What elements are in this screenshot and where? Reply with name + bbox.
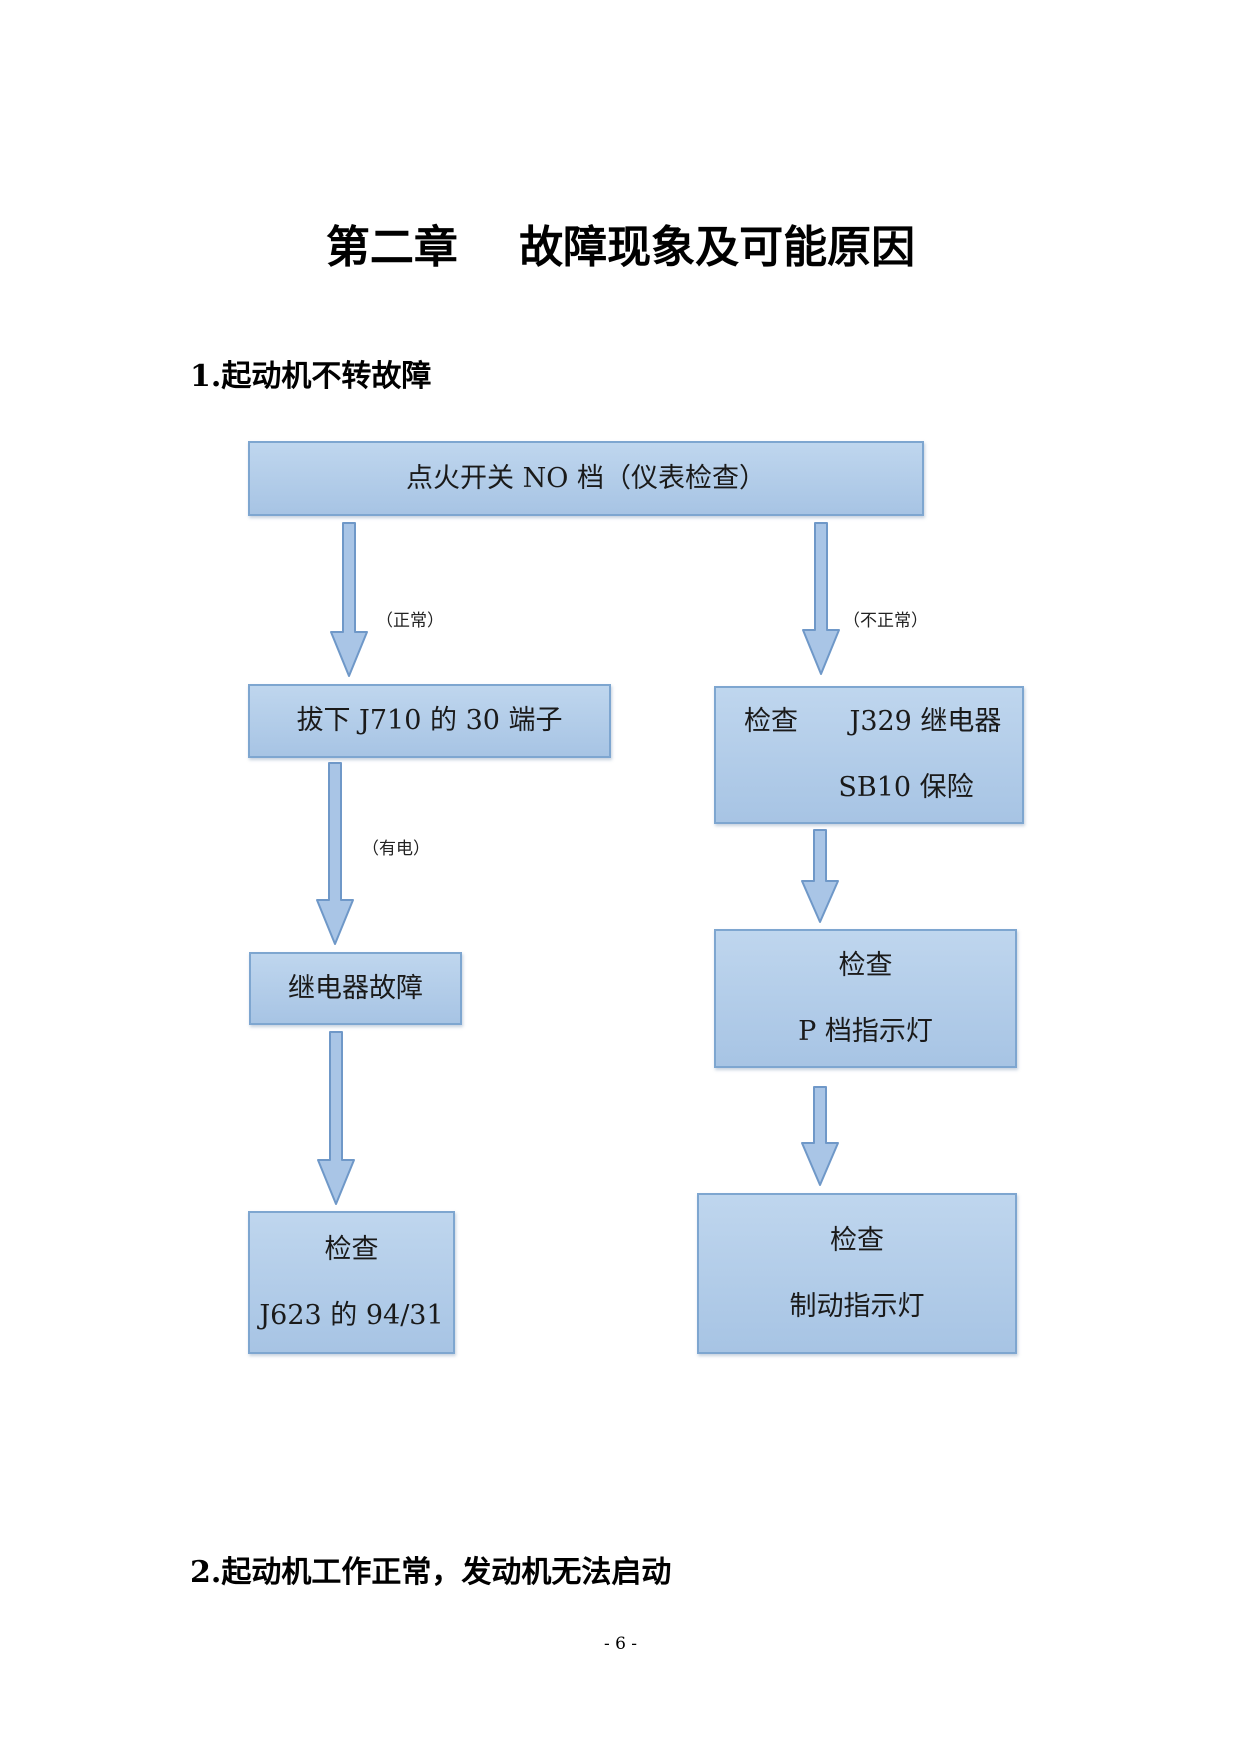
section-heading-1: 1.起动机不转故障 [190, 359, 432, 394]
section-heading-2: 2.起动机工作正常，发动机无法启动 [190, 1555, 672, 1590]
arrow-down-icon [330, 522, 368, 677]
flow-box-check-p-indicator: 检查 P 档指示灯 [714, 929, 1017, 1068]
flow-box-check-j623-line2: J623 的 94/31 [259, 1299, 444, 1331]
flow-label-normal: （正常） [376, 611, 444, 631]
arrow-down-icon [801, 829, 839, 923]
flow-box-check-j329-line2: SB10 保险 [744, 772, 974, 803]
flow-box-check-p-indicator-line1: 检查 [838, 949, 893, 981]
flow-box-check-j623-line1: 检查 [324, 1233, 379, 1265]
flow-label-abnormal: （不正常） [843, 611, 928, 631]
flow-box-check-brake-indicator-line1: 检查 [830, 1224, 884, 1256]
arrow-down-icon [316, 762, 354, 945]
flow-box-check-p-indicator-line2: P 档指示灯 [798, 1015, 933, 1047]
flow-box-check-j329-line1: 检查 J329 继电器 [744, 706, 1002, 737]
flow-box-check-brake-indicator-line2: 制动指示灯 [789, 1290, 925, 1322]
arrow-down-icon [801, 1086, 839, 1186]
flow-box-relay-fault-text: 继电器故障 [288, 972, 423, 1004]
flow-box-ignition-text: 点火开关 NO 档（仪表检查） [406, 462, 766, 494]
page-number: - 6 - [603, 1634, 638, 1654]
flow-box-unplug-j710-text: 拔下 J710 的 30 端子 [296, 705, 563, 736]
flow-box-relay-fault: 继电器故障 [249, 952, 462, 1025]
arrow-down-icon [802, 522, 840, 675]
arrow-down-icon [317, 1031, 355, 1205]
flow-box-check-j329: 检查 J329 继电器 SB10 保险 [714, 686, 1024, 824]
flow-label-powered: （有电） [362, 839, 430, 859]
flow-box-check-brake-indicator: 检查 制动指示灯 [697, 1193, 1017, 1354]
flow-box-check-j623: 检查 J623 的 94/31 [248, 1211, 455, 1354]
flow-box-ignition: 点火开关 NO 档（仪表检查） [248, 441, 924, 516]
chapter-title: 第二章 故障现象及可能原因 [325, 222, 916, 273]
flow-box-unplug-j710: 拔下 J710 的 30 端子 [248, 684, 611, 758]
